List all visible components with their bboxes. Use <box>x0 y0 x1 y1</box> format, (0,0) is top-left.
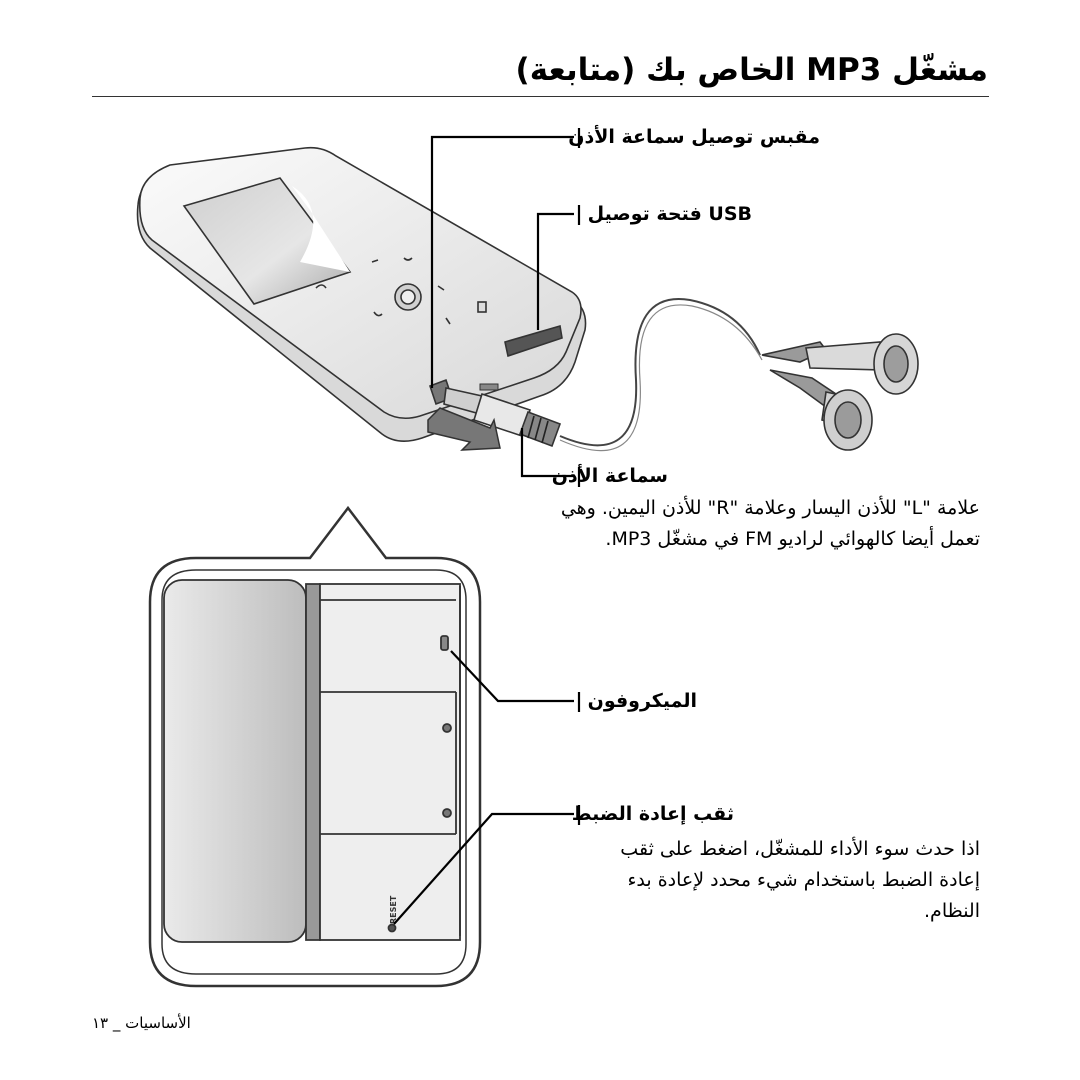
page-footer: الأساسيات _ ١٣ <box>92 1014 191 1032</box>
usb-port-label: USB فتحة توصيل <box>587 203 752 225</box>
reset-hole <box>387 923 397 933</box>
page-title: مشغّل MP3 الخاص بك (متابعة) <box>515 52 988 88</box>
usb-port <box>504 324 563 358</box>
leader-lines-bottom <box>393 650 581 925</box>
mp3-player <box>136 146 587 442</box>
earphones-description: علامة "L" للأذن اليسار وعلامة "R" للأذن … <box>560 497 980 550</box>
side-panel <box>163 579 307 943</box>
microphone-hole <box>440 635 449 651</box>
reset-hole-description: اذا حدث سوء الأداء للمشغّل، اضغط على ثقب… <box>620 838 980 922</box>
earphone-plug <box>428 378 562 448</box>
microphone-label: الميكروفون <box>587 690 697 712</box>
insert-arrow <box>427 407 501 451</box>
reset-port-text: RESET <box>389 895 398 924</box>
headphone-jack-label: مقبس توصيل سماعة الأذن <box>568 126 820 148</box>
earphones-label: سماعة الأذن <box>551 465 668 487</box>
leader-lines-top <box>430 128 581 487</box>
earphone-cable <box>559 298 761 447</box>
reset-hole-label: ثقب إعادة الضبط <box>571 803 734 825</box>
earphones <box>761 333 919 451</box>
device-side-closeup <box>163 579 461 943</box>
title-divider <box>92 96 989 97</box>
